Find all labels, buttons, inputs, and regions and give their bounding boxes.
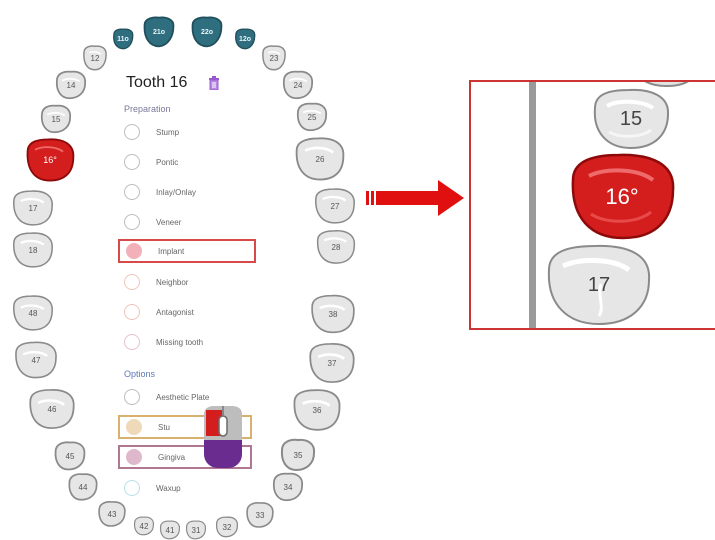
zoom-tooth-17-label: 17 xyxy=(587,273,611,296)
option-gingiva[interactable]: Gingiva xyxy=(118,445,252,469)
option-stu[interactable]: Stu xyxy=(118,415,252,439)
zoom-detail-panel: 15 16° 17 xyxy=(469,80,715,330)
option-missing-tooth[interactable]: Missing tooth xyxy=(118,330,256,354)
radio-circle-icon xyxy=(124,389,140,405)
option-antagonist[interactable]: Antagonist xyxy=(118,300,256,324)
options-section-label: Options xyxy=(124,369,156,379)
option-label: Waxup xyxy=(156,483,181,493)
tooth-27-button[interactable]: 27 xyxy=(312,186,358,226)
radio-selected-icon xyxy=(126,243,142,259)
radio-circle-icon xyxy=(124,214,140,230)
option-stump[interactable]: Stump xyxy=(118,120,256,144)
tooth-44-button[interactable]: 44 xyxy=(66,472,100,502)
tooth-13-button[interactable]: 14 xyxy=(53,70,89,100)
tooth-35-button[interactable]: 35 xyxy=(278,438,318,472)
tooth-34-button[interactable]: 34 xyxy=(270,472,306,502)
option-neighbor[interactable]: Neighbor xyxy=(118,270,256,294)
option-label: Pontic xyxy=(156,157,179,167)
zoom-tooth-top-partial xyxy=(633,82,699,88)
zoom-tooth-16-label: 16° xyxy=(605,184,639,209)
zoom-tooth-16: 16° xyxy=(565,152,679,242)
option-label: Gingiva xyxy=(158,452,186,462)
radio-circle-icon xyxy=(124,124,140,140)
option-label: Neighbor xyxy=(156,277,189,287)
option-aesthetic-plate[interactable]: Aesthetic Plate xyxy=(118,385,256,409)
tooth-22-button[interactable]: 12o xyxy=(232,28,258,50)
tooth-46-button[interactable]: 46 xyxy=(26,386,78,432)
option-label: Missing tooth xyxy=(156,337,204,347)
option-label: Aesthetic Plate xyxy=(156,392,210,402)
arrow-right-icon xyxy=(366,178,466,218)
tooth-25-button[interactable]: 25 xyxy=(294,102,330,132)
tooth-24-button[interactable]: 24 xyxy=(280,70,316,100)
mouse-click-icon xyxy=(198,406,248,468)
radio-circle-icon xyxy=(124,334,140,350)
tooth-42-button[interactable]: 42 xyxy=(132,516,156,536)
zoom-tooth-15-label: 15 xyxy=(619,107,643,130)
tooth-26-button[interactable]: 26 xyxy=(292,134,348,184)
tooth-38-button[interactable]: 38 xyxy=(308,292,358,336)
option-label: Inlay/Onlay xyxy=(156,187,197,197)
tooth-48-button[interactable]: 48 xyxy=(10,292,56,334)
option-inlay-onlay[interactable]: Inlay/Onlay xyxy=(118,180,256,204)
tooth-36-button[interactable]: 36 xyxy=(290,386,344,434)
option-veneer[interactable]: Veneer xyxy=(118,210,256,234)
tooth-41-button[interactable]: 41 xyxy=(158,520,182,540)
radio-circle-icon xyxy=(124,154,140,170)
preparation-section-label: Preparation xyxy=(124,104,171,114)
dental-chart: 11o 21o 22o 12o 12 14 15 16° 17 18 23 xyxy=(10,16,358,540)
tooth-32-button[interactable]: 32 xyxy=(212,516,242,538)
trash-icon[interactable] xyxy=(208,76,220,91)
option-pontic[interactable]: Pontic xyxy=(118,150,256,174)
option-waxup[interactable]: Waxup xyxy=(118,476,256,500)
tooth-14-button[interactable]: 15 xyxy=(38,104,74,134)
tooth-17-button[interactable]: 17 xyxy=(10,188,56,228)
zoom-tooth-15: 15 xyxy=(589,88,673,150)
radio-circle-icon xyxy=(124,184,140,200)
tooth-31-button[interactable]: 31 xyxy=(184,520,208,540)
tooth-47-button[interactable]: 47 xyxy=(12,338,60,382)
option-label: Antagonist xyxy=(156,307,194,317)
tooth-12-button[interactable]: 12 xyxy=(80,44,110,72)
option-label: Stu xyxy=(158,422,171,432)
option-label: Stump xyxy=(156,127,180,137)
zoom-divider-bar xyxy=(529,82,536,328)
radio-selected-icon xyxy=(126,419,142,435)
option-label: Veneer xyxy=(156,217,182,227)
tooth-16-button[interactable]: 16° xyxy=(22,136,78,184)
tooth-21-button[interactable]: 22o xyxy=(189,16,225,48)
panel-title: Tooth 16 xyxy=(126,74,188,91)
radio-circle-icon xyxy=(124,480,140,496)
radio-circle-icon xyxy=(124,274,140,290)
option-implant[interactable]: Implant xyxy=(118,239,256,263)
zoom-tooth-17: 17 xyxy=(543,244,655,326)
tooth-37-button[interactable]: 37 xyxy=(306,340,358,386)
option-label: Implant xyxy=(158,246,185,256)
tooth-context-panel: Tooth 16 Preparation Stump Pontic Inlay/… xyxy=(118,68,260,508)
radio-selected-icon xyxy=(126,449,142,465)
tooth-45-button[interactable]: 45 xyxy=(52,440,88,472)
tooth-11-main-button[interactable]: 21o xyxy=(141,16,177,48)
radio-circle-icon xyxy=(124,304,140,320)
tooth-11-button[interactable]: 11o xyxy=(110,28,136,50)
tooth-23-button[interactable]: 23 xyxy=(259,44,289,72)
tooth-28-button[interactable]: 28 xyxy=(314,228,358,266)
tooth-18-button[interactable]: 18 xyxy=(10,230,56,270)
